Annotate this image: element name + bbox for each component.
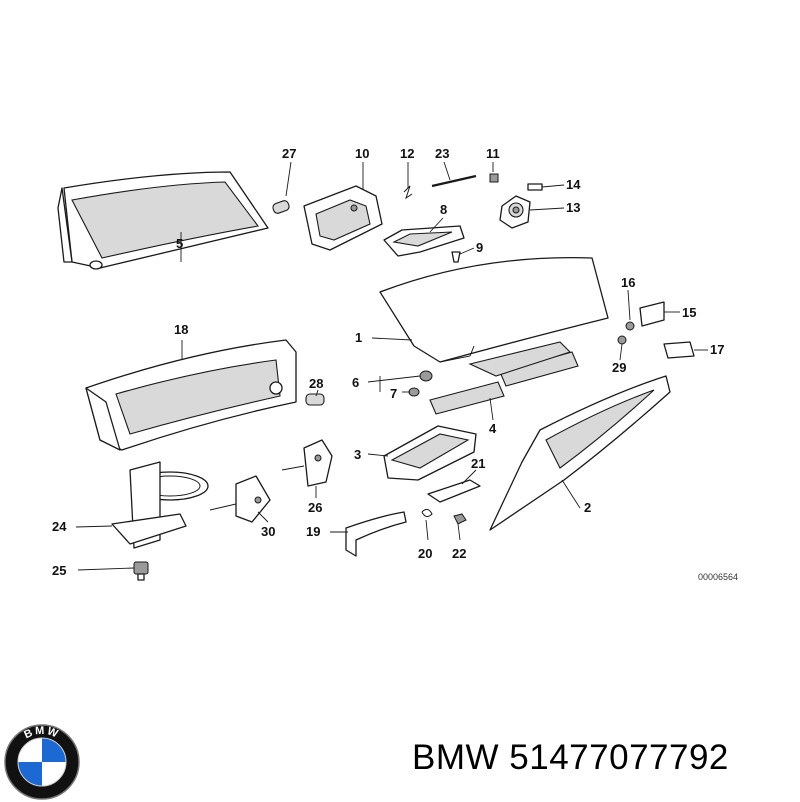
part-8-latch	[383, 225, 465, 257]
part-21-plate	[427, 479, 481, 503]
part-24-cupholder	[111, 461, 209, 549]
part-22-nut	[453, 513, 467, 525]
parts-diagram: 27 10 12 23 11 14 13 8 9 5 16 15 17 29 1…	[52, 146, 738, 582]
part-9-screw	[451, 251, 461, 263]
part-10-bracket	[303, 185, 383, 251]
part-15-hinge	[639, 301, 665, 327]
part-18-body	[85, 339, 297, 451]
callout-26: 26	[308, 500, 322, 515]
callout-30: 30	[261, 524, 275, 539]
part-27-buffer	[272, 200, 290, 214]
callout-28: 28	[309, 376, 323, 391]
part-29-screw	[617, 335, 627, 345]
callout-12: 12	[400, 146, 414, 161]
callout-9: 9	[476, 240, 483, 255]
part-5-tray	[57, 171, 269, 270]
svg-text:BMW: BMW	[22, 725, 61, 741]
part-14-screw	[527, 183, 543, 191]
callout-25: 25	[52, 563, 66, 578]
part-11-nut	[489, 173, 499, 183]
part-16-washer	[625, 321, 635, 331]
part-23-pin	[431, 174, 477, 188]
callout-27: 27	[282, 146, 296, 161]
part-13-lock	[499, 195, 531, 229]
callout-21: 21	[471, 456, 485, 471]
callout-16: 16	[621, 275, 635, 290]
callout-labels: 27 10 12 23 11 14 13 8 9 5 16 15 17 29 1…	[52, 146, 738, 582]
part-6-7-fasteners	[408, 370, 433, 397]
part-19-handle	[345, 511, 407, 557]
part-number: 51477077792	[509, 738, 729, 777]
callout-29: 29	[612, 360, 626, 375]
callout-24: 24	[52, 519, 67, 534]
callout-23: 23	[435, 146, 449, 161]
brand-name: BMW	[412, 738, 500, 777]
part-28-buffer	[305, 393, 325, 406]
callout-4: 4	[489, 421, 497, 436]
callout-3: 3	[354, 447, 361, 462]
part-2-panel	[489, 375, 671, 531]
callout-1: 1	[355, 330, 362, 345]
part-25-screw	[133, 561, 149, 581]
part-12-spring	[403, 185, 413, 200]
callout-14: 14	[566, 177, 581, 192]
brand-part-number: BMW 51477077792	[412, 738, 729, 778]
part-1-lid	[379, 257, 609, 363]
callout-22: 22	[452, 546, 466, 561]
diagram-reference-number: 00006564	[698, 572, 738, 582]
part-3-housing	[383, 425, 477, 481]
part-17-bracket	[663, 341, 695, 359]
part-30-switch	[209, 475, 271, 523]
callout-17: 17	[710, 342, 724, 357]
part-4-strips	[429, 341, 579, 415]
callout-5: 5	[176, 236, 183, 251]
callout-6: 6	[352, 375, 359, 390]
callout-8: 8	[440, 202, 447, 217]
part-20-spring	[421, 508, 433, 518]
callout-10: 10	[355, 146, 369, 161]
callout-19: 19	[306, 524, 320, 539]
part-26-switch	[281, 439, 333, 487]
callout-18: 18	[174, 322, 188, 337]
logo-text: BMW	[22, 725, 59, 741]
callout-7: 7	[390, 386, 397, 401]
callout-13: 13	[566, 200, 580, 215]
leader-lines	[75, 161, 708, 571]
callout-11: 11	[486, 146, 500, 161]
callout-15: 15	[682, 305, 696, 320]
callout-20: 20	[418, 546, 432, 561]
callout-2: 2	[584, 500, 591, 515]
bmw-logo: BMW	[4, 724, 80, 800]
